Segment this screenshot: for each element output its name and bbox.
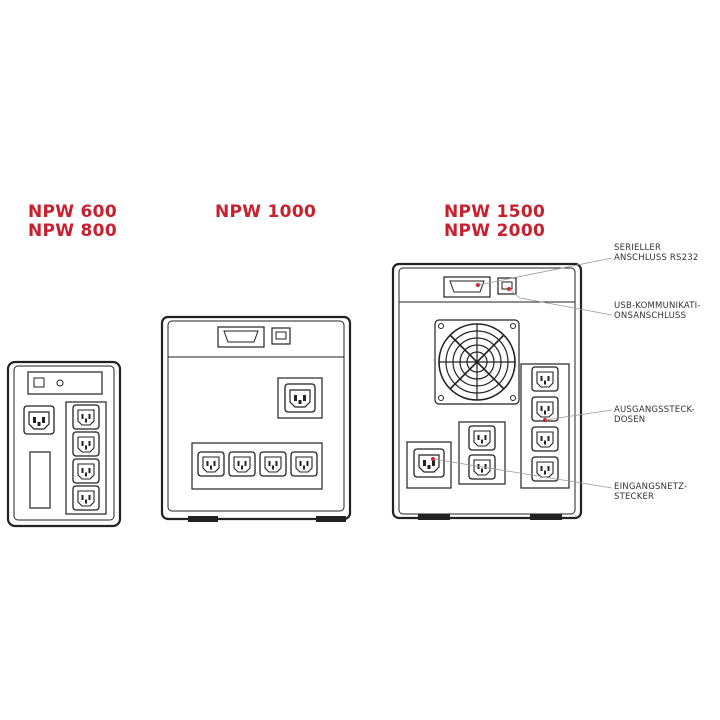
callout-input-plug: EINGANGSNETZ- STECKER bbox=[614, 482, 687, 502]
callout-line: ONSANSCHLUSS bbox=[614, 311, 687, 321]
callout-line: USB-KOMMUNIKATI- bbox=[614, 301, 701, 311]
model-title-medium: NPW 1000 bbox=[215, 203, 316, 222]
model-title-small: NPW 600 NPW 800 bbox=[28, 203, 117, 241]
callout-usb-port: USB-KOMMUNIKATI- ONSANSCHLUSS bbox=[614, 301, 701, 321]
callout-line: AUSGANGSSTECK- bbox=[614, 405, 695, 415]
ups-large bbox=[391, 262, 583, 520]
callout-line: DOSEN bbox=[614, 415, 646, 425]
model-name: NPW 1000 bbox=[215, 202, 317, 222]
callout-line: ANSCHLUSS RS232 bbox=[614, 253, 699, 263]
fan-grille bbox=[434, 319, 520, 405]
model-title-large: NPW 1500 NPW 2000 bbox=[444, 203, 545, 241]
callout-output-sockets: AUSGANGSSTECK- DOSEN bbox=[614, 405, 695, 425]
ups-small bbox=[6, 360, 122, 528]
callout-line: SERIELLER bbox=[614, 243, 662, 253]
callout-line: EINGANGSNETZ- bbox=[614, 482, 688, 492]
model-name: NPW 2000 bbox=[444, 221, 546, 241]
callout-line: STECKER bbox=[614, 492, 655, 502]
model-name: NPW 1500 bbox=[444, 202, 546, 222]
model-name: NPW 600 bbox=[28, 202, 117, 222]
ups-medium bbox=[160, 315, 352, 522]
callout-serial-port: SERIELLER ANSCHLUSS RS232 bbox=[614, 243, 698, 263]
model-name: NPW 800 bbox=[28, 221, 117, 241]
leader-lines bbox=[432, 257, 613, 489]
